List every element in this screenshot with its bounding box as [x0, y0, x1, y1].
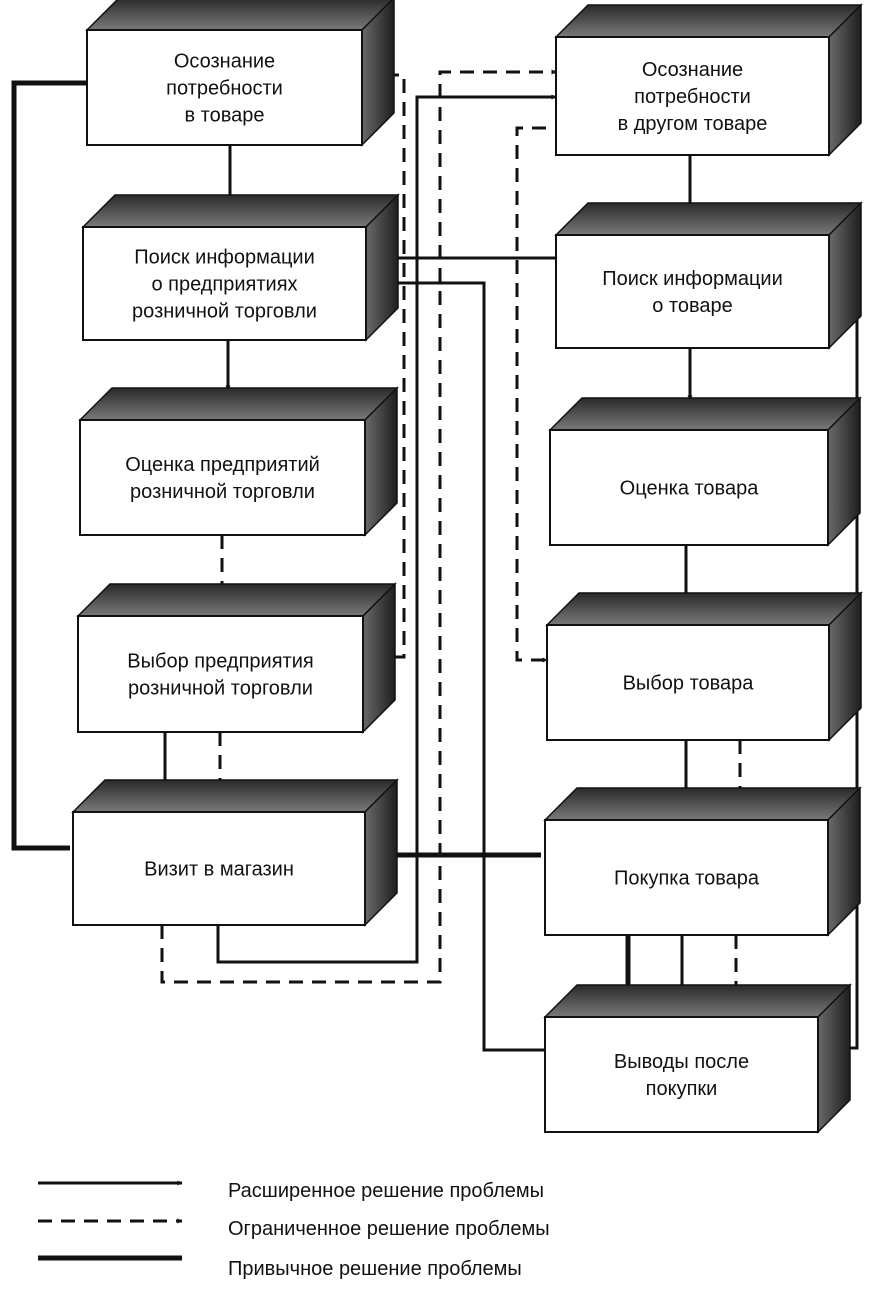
box-front-face: [549, 429, 829, 546]
visit-to-other-need-limited: [160, 69, 557, 984]
box-label-line: потребности: [634, 86, 751, 108]
box-label-line: покупки: [646, 1078, 718, 1100]
box-product-evaluation: Оценка товара: [548, 396, 862, 547]
box-top-face: [81, 194, 400, 228]
box-top-face: [76, 583, 397, 617]
post-to-store-search: [365, 280, 545, 1052]
box-front-face: [72, 811, 366, 926]
box-label-line: в товаре: [184, 105, 264, 127]
box-post-purchase: Выводы после покупки: [543, 983, 852, 1134]
box-front-face: [544, 819, 829, 936]
box-front-face: [546, 624, 830, 741]
box-front-face: [79, 419, 366, 536]
box-front-face: [555, 234, 830, 349]
box-label-line: розничной торговли: [132, 301, 317, 323]
box-top-face: [71, 779, 399, 813]
box-front-face: [555, 36, 830, 156]
box-top-face: [545, 592, 863, 626]
legend-routine-label: Привычное решение проблемы: [228, 1258, 522, 1280]
box-label-line: Поиск информации: [134, 247, 315, 269]
limited-need-to-store-choice: [361, 73, 406, 660]
box-other-need: Осознание потребности в другом товаре: [554, 3, 863, 157]
box-product-info-search: Поиск информации о товаре: [554, 201, 863, 350]
box-top-face: [548, 397, 862, 431]
box-label-line: Оценка предприятий: [125, 454, 320, 476]
box-label-line: Осознание: [642, 59, 743, 81]
box-store-choice: Выбор предприятия розничной торговли: [76, 582, 397, 734]
box-front-face: [77, 615, 364, 733]
box-label-line: о товаре: [652, 295, 733, 317]
box-label-line: Покупка товара: [614, 868, 760, 890]
box-label-line: Выбор товара: [623, 673, 755, 695]
legend-limited-label: Ограниченное решение проблемы: [228, 1218, 550, 1240]
box-top-face: [554, 4, 863, 38]
box-need-recognition: Осознание потребности в товаре: [85, 0, 395, 147]
box-label-line: розничной торговли: [128, 678, 313, 700]
box-store-visit: Визит в магазин: [71, 778, 399, 927]
box-label-line: Выбор предприятия: [127, 651, 313, 673]
visit-to-other-need-extended: [216, 94, 557, 964]
box-top-face: [85, 0, 394, 31]
routine-need-to-visit: [11, 80, 88, 851]
legend: Расширенное решение проблемы Ограниченно…: [38, 1180, 550, 1280]
box-front-face: [544, 1016, 819, 1133]
other-need-to-product-choice-limited: [515, 126, 548, 663]
box-label-line: потребности: [166, 78, 283, 100]
box-purchase: Покупка товара: [543, 786, 862, 937]
box-front-face: [82, 226, 367, 341]
box-label-line: Осознание: [174, 51, 275, 73]
box-label-line: Выводы после: [614, 1051, 749, 1073]
box-top-face: [543, 984, 852, 1018]
box-label-line: Поиск информации: [602, 268, 783, 290]
box-store-info-search: Поиск информации о предприятиях розничной …: [81, 193, 400, 342]
box-top-face: [78, 387, 399, 421]
box-label-line: Визит в магазин: [144, 859, 294, 881]
legend-extended-label: Расширенное решение проблемы: [228, 1180, 544, 1202]
box-label-line: о предприятиях: [151, 274, 297, 296]
box-top-face: [554, 202, 863, 236]
box-top-face: [543, 787, 862, 821]
box-label-line: Оценка товара: [620, 478, 760, 500]
box-product-choice: Выбор товара: [545, 591, 863, 742]
box-store-evaluation: Оценка предприятий розничной торговли: [78, 386, 399, 537]
box-label-line: розничной торговли: [130, 481, 315, 503]
box-front-face: [86, 29, 363, 146]
box-label-line: в другом товаре: [618, 113, 768, 135]
